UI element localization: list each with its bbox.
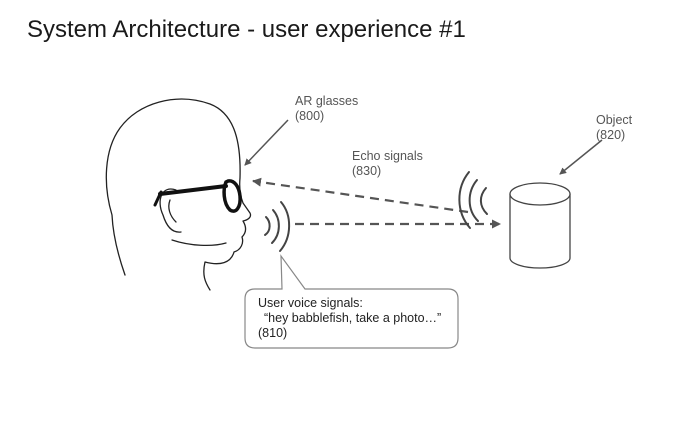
object-ref: (820): [596, 128, 632, 143]
ar-glasses-ref: (800): [295, 109, 358, 124]
object-name: Object: [596, 113, 632, 128]
echo-signals-ref: (830): [352, 164, 423, 179]
echo-signals-label: Echo signals (830): [352, 149, 423, 179]
voice-callout-text: User voice signals: “hey babblefish, tak…: [258, 296, 441, 341]
echo-signals-name: Echo signals: [352, 149, 423, 164]
object-label: Object (820): [596, 113, 632, 143]
ar-glasses-pointer-arrow: [245, 120, 288, 165]
ar-glasses-name: AR glasses: [295, 94, 358, 109]
ar-glasses-label: AR glasses (800): [295, 94, 358, 124]
user-head-illustration: [106, 99, 250, 290]
object-pointer-arrow: [560, 140, 602, 174]
echo-wave-icon: [459, 172, 487, 228]
voice-wave-icon: [265, 202, 289, 251]
voice-callout-name: User voice signals:: [258, 296, 441, 311]
voice-callout-quote: “hey babblefish, take a photo…”: [258, 311, 441, 326]
ar-glasses-illustration: [155, 181, 240, 211]
object-cylinder-illustration: [510, 183, 570, 268]
voice-callout-ref: (810): [258, 326, 441, 341]
